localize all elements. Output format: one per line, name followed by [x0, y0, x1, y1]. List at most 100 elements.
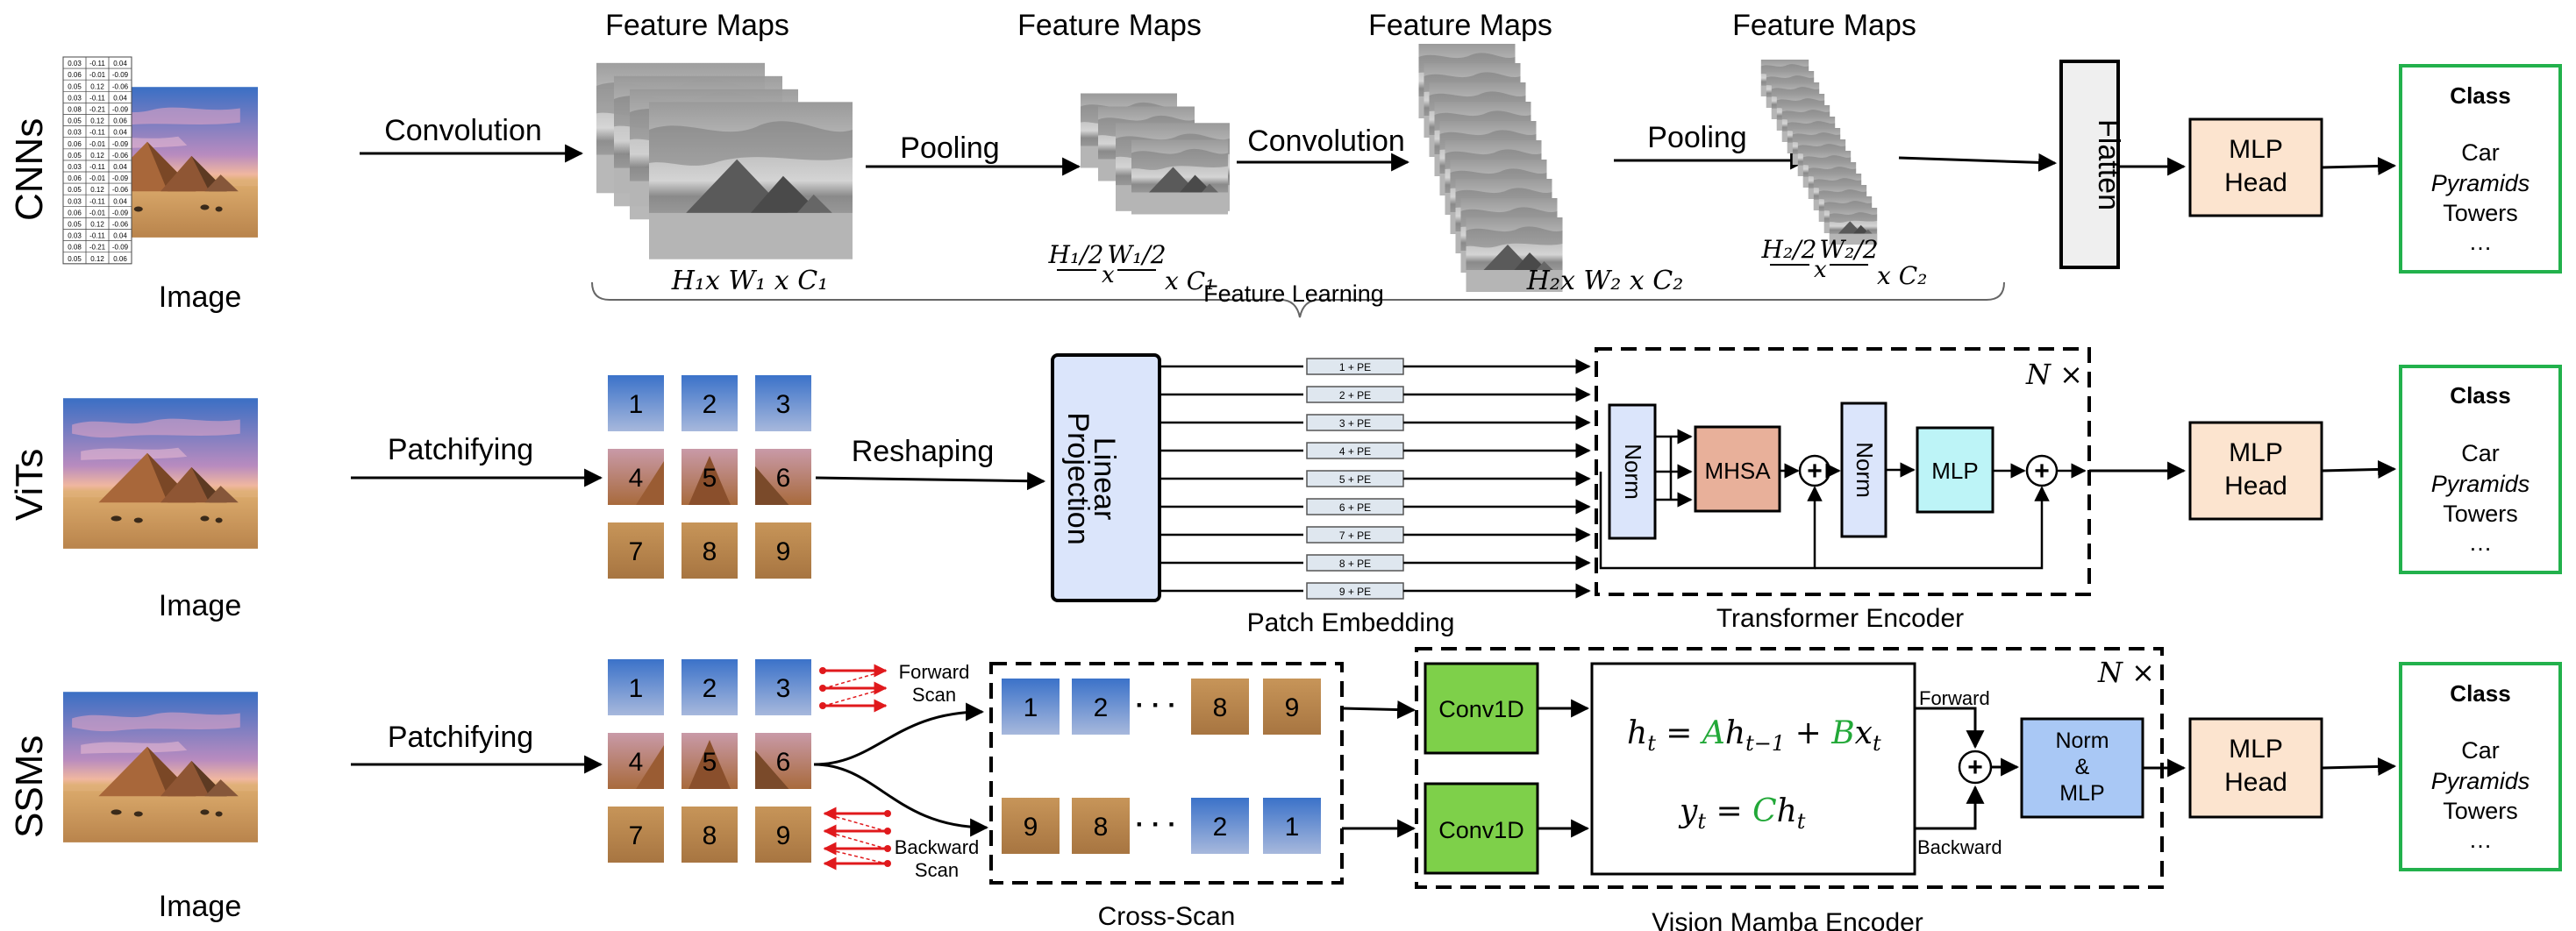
linear-projection-label-2: Projection [1061, 412, 1095, 544]
matrix-cell: -0.06 [112, 221, 129, 229]
feature-maps-stack-2 [1081, 93, 1230, 215]
mlp-head-label-2a: MLP [2229, 438, 2283, 467]
flatten-box [2059, 60, 2120, 269]
sequence-patch-number: 1 [1285, 813, 1300, 842]
image-patch [608, 807, 664, 863]
image-patch [608, 375, 664, 431]
svg-text:x C₁: x C₁ [1165, 267, 1215, 295]
ssm-equation-2: yt = Cht [1678, 793, 1806, 834]
matrix-cell: 0.06 [68, 174, 82, 182]
feature-maps-title-1: Feature Maps [605, 9, 789, 42]
class-title-cnn: Class [2450, 82, 2510, 109]
image-patch [681, 522, 738, 579]
scan-dot [884, 810, 891, 817]
label-reshaping: Reshaping [852, 435, 995, 468]
transformer-n-times: N × [2025, 358, 2083, 391]
class-item-ellipsis-vit: … [2469, 529, 2493, 556]
patch-number: 6 [776, 464, 791, 493]
linear-projection-label-1: Linear [1088, 437, 1121, 521]
matrix-cell: 0.03 [68, 163, 82, 171]
image-patch [681, 375, 738, 431]
mhsa-box [1694, 425, 1781, 513]
backward-scan-return [824, 830, 887, 849]
sequence-patch [1002, 798, 1060, 854]
pe-token-label: 9 + PE [1339, 586, 1371, 598]
backward-scan-return [824, 813, 887, 832]
ssm-equation-box [1590, 662, 1916, 876]
class-box-cnn [2399, 64, 2562, 274]
sequence-patch-number: 8 [1094, 813, 1109, 842]
patch-number: 3 [776, 390, 791, 419]
matrix-cell: 0.08 [68, 244, 82, 252]
svg-text:+: + [1807, 457, 1823, 486]
sequence-patch [1191, 798, 1249, 854]
matrix-cell: -0.06 [112, 186, 129, 194]
class-item-pyramids-ssm: Pyramids [2431, 768, 2530, 794]
scan-dot [819, 685, 826, 692]
patch-embedding-label: Patch Embedding [1247, 608, 1455, 637]
image-patch [755, 522, 811, 579]
ssm-input-image [63, 692, 258, 842]
pe-token-label: 1 + PE [1339, 361, 1371, 373]
scan-dot [884, 860, 891, 867]
matrix-cell: -0.01 [89, 174, 106, 182]
row-label-ssms: SSMs [8, 736, 51, 838]
backward-scan-label-2: Scan [915, 859, 959, 881]
matrix-cell: 0.04 [113, 94, 127, 102]
matrix-cell: 0.05 [68, 82, 82, 90]
sequence-patch-number: 2 [1213, 813, 1228, 842]
feature-learning-brace [591, 281, 2005, 318]
matrix-cell: -0.11 [89, 94, 105, 102]
patch-number: 9 [776, 821, 791, 850]
feature-maps-title-3: Feature Maps [1368, 9, 1552, 42]
norm-label-1: Norm [1620, 444, 1646, 500]
class-title-vit: Class [2450, 382, 2510, 409]
class-item-pyramids-cnn: Pyramids [2431, 170, 2530, 196]
patch-pyramid [689, 740, 731, 789]
patch-number: 3 [776, 674, 791, 703]
row-label-vits: ViTs [8, 449, 51, 521]
image-patch [608, 522, 664, 579]
image-patch [755, 807, 811, 863]
image-patch [608, 659, 664, 715]
matrix-cell: -0.11 [89, 232, 105, 240]
patch-pyramid [636, 745, 664, 789]
pe-token-label: 7 + PE [1339, 529, 1371, 542]
mlp-head-label-3b: Head [2224, 768, 2287, 797]
matrix-cell: -0.11 [89, 129, 105, 137]
matrix-cell: 0.04 [113, 129, 127, 137]
label-pooling-1: Pooling [900, 131, 999, 165]
mlp-head-ssm [2188, 717, 2323, 819]
feature-maps-stack-4 [1760, 60, 1878, 245]
patch-number: 8 [703, 821, 717, 850]
sequence-patch [1263, 798, 1321, 854]
norm-mlp-label-1: Norm [2055, 728, 2109, 753]
ssm-equation-1: ht = Aht−1 + Bxt [1627, 715, 1881, 756]
matrix-cell: -0.06 [112, 82, 129, 90]
matrix-cell: 0.04 [113, 163, 127, 171]
matrix-cell: 0.05 [68, 152, 82, 160]
class-title-ssm: Class [2450, 680, 2510, 707]
conv1d-label-backward: Conv1D [1438, 817, 1524, 843]
class-item-car-cnn: Car [2461, 139, 2500, 166]
norm-mlp-box [2020, 717, 2144, 819]
pe-token-label: 2 + PE [1339, 389, 1371, 402]
matrix-cell: 0.03 [68, 232, 82, 240]
matrix-cell: 0.06 [68, 140, 82, 148]
pe-token-label: 4 + PE [1339, 445, 1371, 458]
matrix-cell: 0.03 [68, 197, 82, 205]
image-label-vit: Image [159, 589, 242, 622]
matrix-cell: 0.06 [113, 255, 127, 263]
matrix-cell: 0.05 [68, 186, 82, 194]
matrix-cell: 0.12 [90, 117, 104, 125]
matrix-cell: -0.11 [89, 60, 105, 68]
matrix-cell: 0.04 [113, 60, 127, 68]
cross-scan-box [989, 662, 1344, 885]
pe-token-label: 5 + PE [1339, 473, 1371, 486]
image-label-ssm: Image [159, 890, 242, 923]
sequence-ellipsis: · · · [1136, 810, 1177, 839]
svg-text:+: + [1967, 753, 1983, 782]
scan-dot [819, 667, 826, 674]
